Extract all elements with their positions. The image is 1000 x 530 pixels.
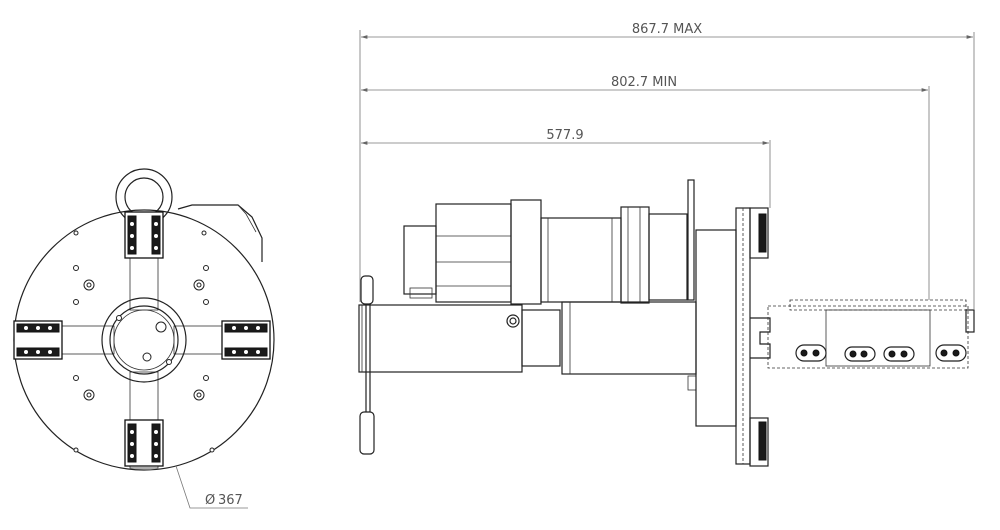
dim-max-label: 867.7 MAX [632,22,702,37]
handle [359,275,375,455]
motor-housing-outline [177,204,263,262]
jaw-right [221,320,271,360]
diameter-label: 367 [218,493,243,508]
center-bore [101,297,187,383]
jaw-left [13,320,63,360]
dim-min-label: 802.7 MIN [611,75,677,90]
diameter-symbol: Ø [205,493,215,508]
extension-arm [767,299,975,369]
main-tube [358,304,523,373]
jaw-bottom [124,419,164,467]
jaw-top [124,211,164,259]
drive-cylinder [561,301,697,375]
diameter-leader [175,465,248,509]
motor-block [435,203,512,303]
flange-body [695,229,737,427]
front-view: Ø 367 [13,168,275,509]
side-view: 867.7 MAX 802.7 MIN 577.9 [358,22,975,467]
dim-body-label: 577.9 [546,128,583,143]
